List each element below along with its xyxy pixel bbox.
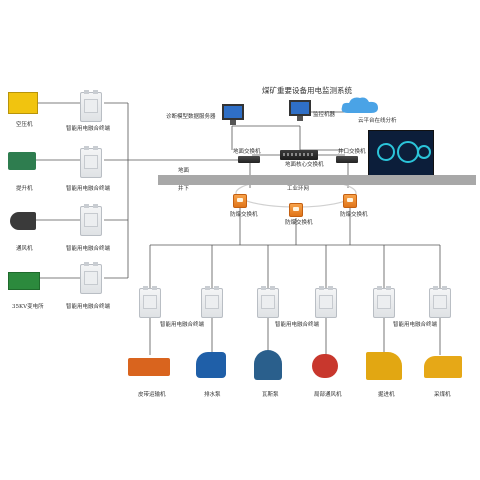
page-title: 煤矿重要设备用电监测系统	[262, 86, 352, 95]
air-compressor-icon	[8, 92, 38, 114]
analysis-dashboard	[368, 130, 434, 176]
left-device-3-label: 通风机	[16, 246, 33, 252]
monitor-computer	[289, 100, 311, 121]
terminal-bottom-label-a: 智能用电融合终端	[160, 322, 205, 328]
diagnostic-server-label: 诊断模型数据服务器	[166, 114, 216, 120]
explosion-proof-switch-1	[233, 194, 247, 208]
underground-label: 井下	[178, 186, 190, 192]
bottom-device-1-label: 皮带运输机	[138, 392, 166, 398]
terminal-bottom-2	[201, 286, 223, 318]
left-device-1-label: 空压机	[16, 122, 33, 128]
terminal-bottom-label-c: 智能用电融合终端	[393, 322, 438, 328]
explosion-proof-switch-2-label: 防爆交换机	[285, 220, 313, 226]
ground-divider	[158, 175, 476, 185]
terminal-left-4-label: 智能用电融合终端	[66, 304, 111, 310]
surface-switch	[238, 156, 260, 163]
surface-switch-label: 地面交换机	[233, 149, 261, 155]
bottom-device-4-label: 局部通风机	[314, 392, 342, 398]
hoist-icon	[8, 152, 36, 170]
explosion-proof-switch-2	[289, 203, 303, 217]
terminal-bottom-6	[429, 286, 451, 318]
terminal-left-1-label: 智能用电融合终端	[66, 126, 111, 132]
explosion-proof-switch-1-label: 防爆交换机	[230, 212, 258, 218]
terminal-left-2	[80, 146, 102, 178]
drainage-pump-icon	[196, 352, 226, 378]
terminal-bottom-4	[315, 286, 337, 318]
bottom-device-6-label: 采煤机	[434, 392, 451, 398]
terminal-bottom-3	[257, 286, 279, 318]
core-switch-label: 地面核心交换机	[285, 162, 324, 168]
gas-pump-icon	[254, 350, 282, 380]
terminal-bottom-label-b: 智能用电融合终端	[275, 322, 320, 328]
left-device-4-label: 35KV变电所	[12, 304, 44, 310]
shearer-icon	[424, 356, 462, 378]
terminal-left-3-label: 智能用电融合终端	[66, 246, 111, 252]
terminal-left-2-label: 智能用电融合终端	[66, 186, 111, 192]
ground-label: 地面	[178, 168, 190, 174]
explosion-proof-switch-3-label: 防爆交换机	[340, 212, 368, 218]
terminal-bottom-1	[139, 286, 161, 318]
cloud-analysis-label: 云平台在线分析	[358, 118, 397, 124]
bottom-device-3-label: 瓦斯泵	[262, 392, 279, 398]
belt-conveyor-icon	[128, 358, 170, 376]
explosion-proof-switch-3	[343, 194, 357, 208]
roadheader-icon	[366, 352, 402, 380]
ring-network-label: 工业环网	[287, 186, 310, 192]
shaft-switch-label: 井口交换机	[338, 149, 366, 155]
terminal-left-1	[80, 90, 102, 122]
diagnostic-server-monitor	[222, 104, 244, 125]
substation-icon	[8, 272, 40, 290]
terminal-left-4	[80, 262, 102, 294]
bottom-device-2-label: 排水泵	[204, 392, 221, 398]
bottom-device-5-label: 掘进机	[378, 392, 395, 398]
terminal-bottom-5	[373, 286, 395, 318]
terminal-left-3	[80, 204, 102, 236]
core-switch	[280, 150, 318, 160]
ventilator-icon	[10, 212, 36, 230]
left-device-2-label: 提升机	[16, 186, 33, 192]
monitor-computer-label: 监控机器	[313, 112, 336, 118]
cloud-icon	[341, 97, 378, 113]
shaft-switch	[336, 156, 358, 163]
local-fan-icon	[312, 354, 338, 378]
